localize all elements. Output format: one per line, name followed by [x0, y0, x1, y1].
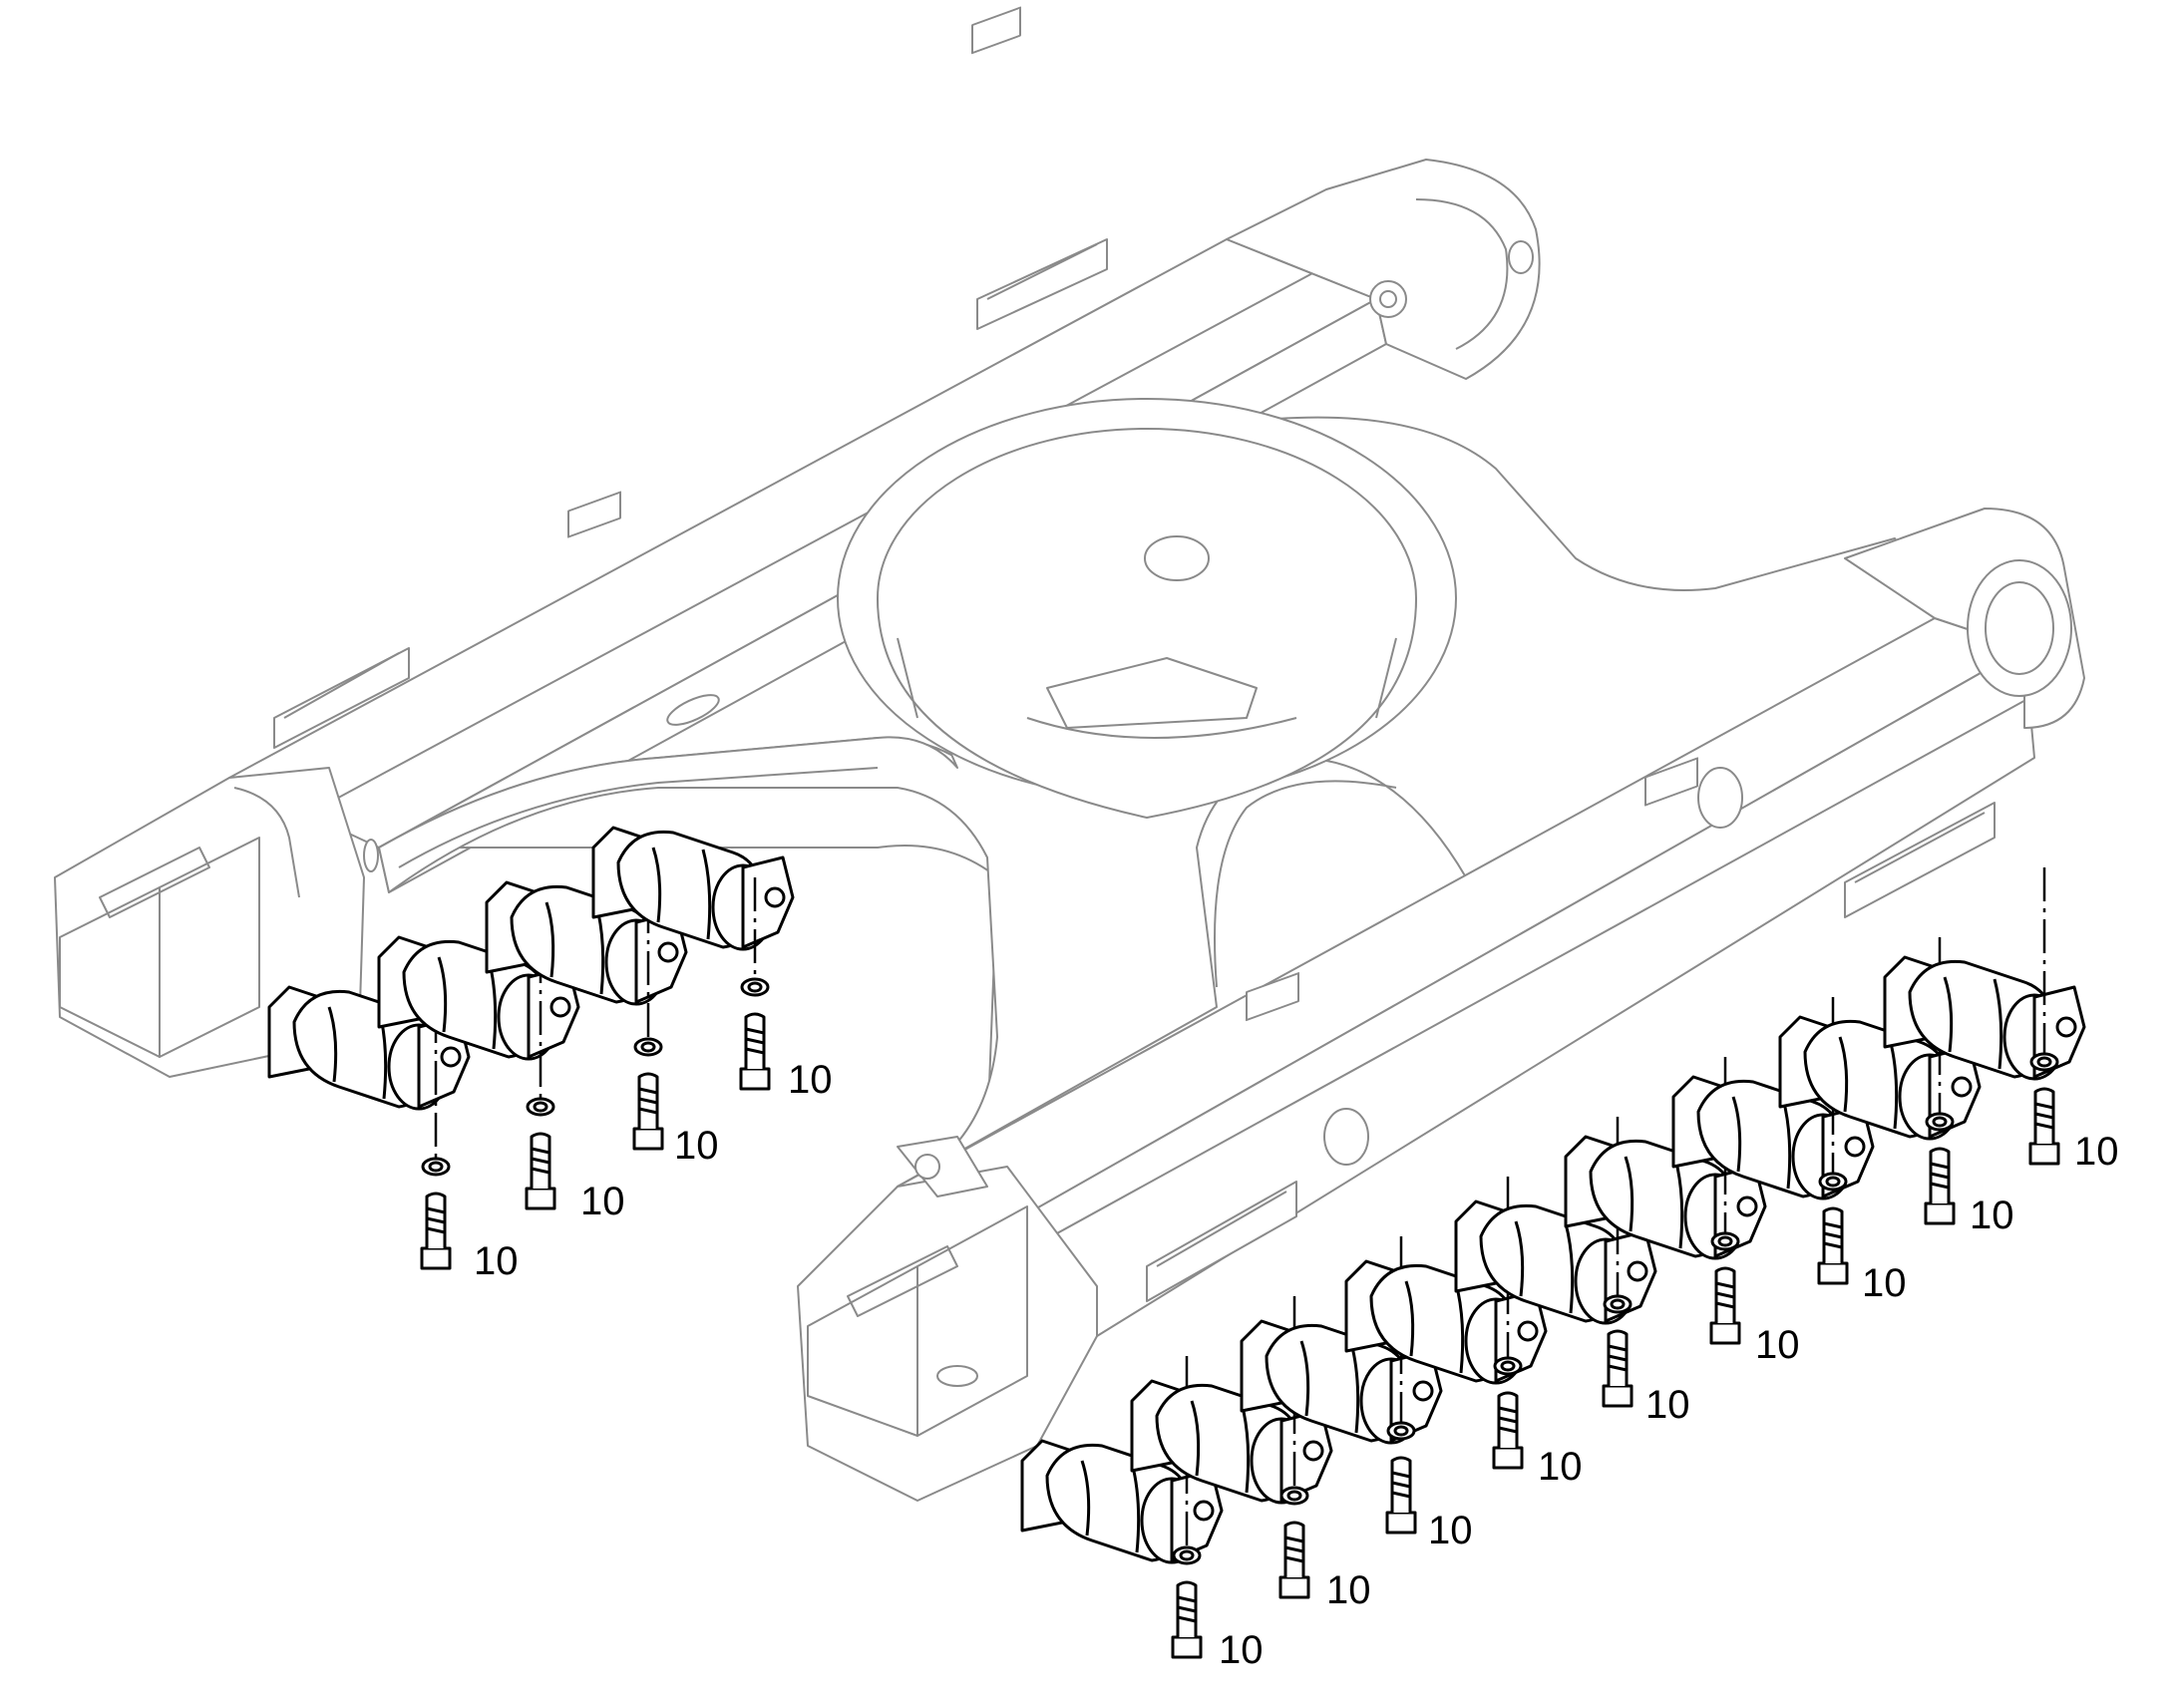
track-roller-right-9 [1883, 867, 2086, 1166]
right-track-rollers [1020, 867, 2086, 1659]
callout-right-4: 10 [1538, 1445, 1583, 1489]
callout-left-3: 10 [674, 1124, 719, 1168]
callout-left-1: 10 [474, 1239, 519, 1283]
callout-right-7: 10 [1862, 1261, 1907, 1305]
track-roller-left-2 [377, 897, 580, 1210]
callout-left-4: 10 [788, 1058, 833, 1102]
callout-right-6: 10 [1755, 1323, 1800, 1367]
callout-left-2: 10 [580, 1180, 625, 1223]
track-frame [54, 6, 2085, 1502]
callout-right-1: 10 [1219, 1628, 1264, 1672]
track-roller-left-1 [267, 957, 471, 1270]
callout-right-3: 10 [1428, 1509, 1473, 1552]
swing-bearing-ring [837, 398, 1457, 819]
callout-right-5: 10 [1645, 1383, 1690, 1427]
callout-labels: 10 10 10 10 10 10 10 10 10 10 10 10 10 [474, 1058, 2119, 1672]
left-track-rollers [267, 826, 795, 1270]
callout-right-8: 10 [1970, 1194, 2014, 1237]
track-roller-left-4 [591, 826, 795, 1091]
callout-right-9: 10 [2074, 1130, 2119, 1174]
left-frame-rear-yoke [1226, 159, 1541, 380]
callout-right-2: 10 [1326, 1568, 1371, 1612]
